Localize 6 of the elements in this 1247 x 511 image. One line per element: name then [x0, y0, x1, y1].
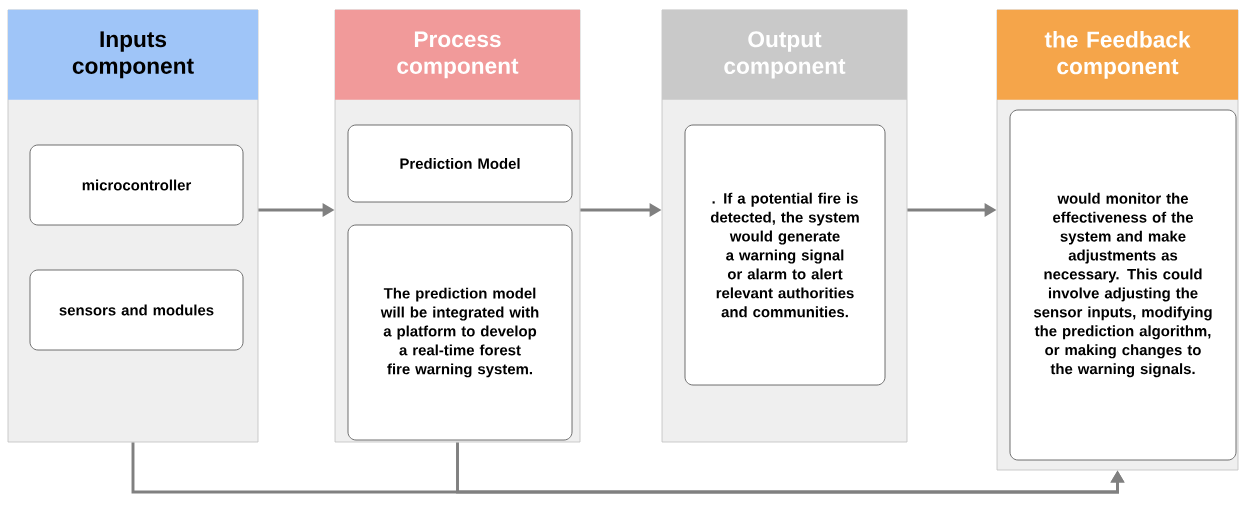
- text-box: microcontroller: [29, 144, 244, 226]
- text-box: Prediction Model: [347, 124, 573, 203]
- text-box: . If a potential fire is detected, the system would generate a warning signal or alarm to alert relevant authorities and communities.: [684, 124, 886, 386]
- text-box: The prediction model will be integrated with a platform to develop a real-time forest fire warning system.: [347, 224, 573, 441]
- text-box: would monitor the effectiveness of the system and make adjustments as necessary. This could involve adjusting the sensor inputs, modifying the prediction algorithm, or making changes to the warning signals.: [1009, 109, 1237, 461]
- text-box: sensors and modules: [29, 269, 244, 351]
